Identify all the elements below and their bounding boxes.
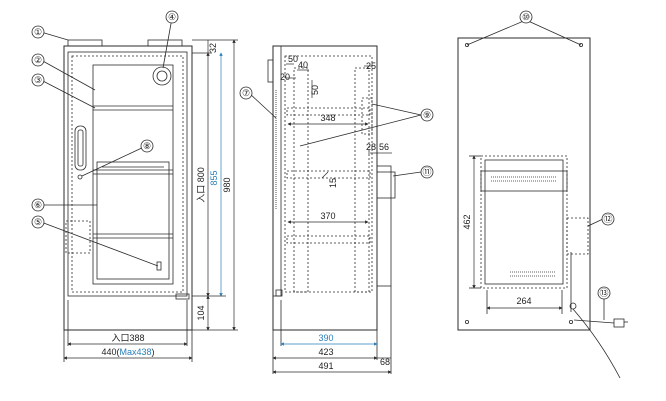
- side-rail-right: [354, 67, 370, 293]
- meter-dial: [152, 66, 172, 86]
- callout-7: ⑦: [242, 88, 250, 98]
- dim-28: 28: [366, 142, 376, 152]
- dim-entrance-388: 入口388: [111, 333, 144, 343]
- dim-264: 264: [516, 296, 531, 306]
- door-lock: [77, 174, 83, 180]
- dim-104: 104: [196, 305, 206, 320]
- dim-855: 855: [209, 170, 219, 185]
- dim-491: 491: [318, 361, 333, 371]
- callout-12: ⑫: [603, 214, 612, 224]
- dim-56: 56: [379, 142, 389, 152]
- callout-11: ⑪: [422, 167, 431, 177]
- dim-423: 423: [318, 347, 333, 357]
- dim-40: 40: [298, 60, 308, 70]
- door-handle-inner: [77, 129, 84, 167]
- rear-unit-bracket: [480, 170, 568, 192]
- front-horizontal-dimensions: [63, 300, 193, 362]
- callout-10: ⑩: [522, 12, 530, 22]
- side-rear-unit-top: [376, 171, 396, 199]
- rear-unit-dashed: [480, 155, 568, 289]
- front-callouts: [40, 17, 173, 267]
- callout-6: ⑥: [34, 200, 42, 210]
- callout-9: ⑨: [423, 110, 431, 120]
- rear-screw-tl: [464, 43, 469, 48]
- front-cabinet-outline: [63, 45, 193, 331]
- side-bottom-dimensions: [272, 286, 392, 374]
- dehumidifier-unit: [96, 161, 170, 280]
- rear-callouts: [466, 10, 615, 320]
- meter-dial-inner: [156, 70, 168, 82]
- rear-unit-panel: [484, 159, 564, 285]
- front-door-frame: [67, 51, 188, 297]
- rear-screw-br: [569, 319, 574, 324]
- side-shelf-3: [286, 235, 371, 244]
- dim-entrance-800: 入口 800: [196, 167, 206, 203]
- callout-5: ⑤: [34, 217, 42, 227]
- rear-screw-bl: [464, 319, 469, 324]
- side-rear-unit: [376, 165, 392, 287]
- power-plug: [613, 318, 625, 328]
- dim-68: 68: [380, 357, 390, 367]
- front-window: [92, 64, 174, 285]
- rear-view: [457, 37, 628, 379]
- callout-8: ⑧: [143, 141, 151, 151]
- side-cabinet-outline: [272, 45, 378, 331]
- dim-50-vertical: 50: [310, 85, 320, 95]
- dim-50-top: 50: [288, 54, 298, 64]
- dim-440: 440(Max438): [101, 347, 154, 357]
- side-rail-left: [293, 67, 309, 293]
- side-small-dimensions: [286, 63, 392, 224]
- front-leg: [175, 293, 190, 300]
- front-view: [63, 39, 193, 331]
- side-door-thickness: [272, 45, 282, 297]
- rear-screw-tr: [579, 43, 584, 48]
- callout-4: ④: [168, 12, 176, 22]
- front-side-box: [65, 220, 91, 254]
- side-inner-dashed: [284, 55, 373, 293]
- door-handle: [74, 125, 87, 171]
- front-inner-dashed: [71, 55, 184, 293]
- front-vertical-dimensions: [192, 39, 238, 331]
- top-lug-left: [67, 39, 103, 47]
- side-view: [267, 45, 396, 331]
- side-callouts: [239, 86, 434, 179]
- dim-20: 20: [280, 72, 290, 82]
- callout-13: ⑬: [599, 288, 608, 298]
- dim-32: 32: [208, 43, 218, 53]
- dim-980: 980: [222, 177, 232, 192]
- callout-2: ②: [34, 55, 42, 65]
- callout-3: ③: [34, 75, 42, 85]
- top-lug-right: [147, 39, 183, 47]
- rear-cabinet-outline: [457, 37, 591, 331]
- front-callout-circles: [31, 10, 179, 229]
- dim-348: 348: [320, 113, 335, 123]
- dim-370: 370: [320, 211, 335, 221]
- dim-15: 15: [328, 178, 338, 188]
- power-cord: [572, 308, 621, 379]
- power-cord-to-plug: [573, 319, 615, 324]
- callout-1: ①: [34, 27, 42, 37]
- rear-side-box: [566, 217, 589, 255]
- side-hinge: [275, 289, 283, 297]
- rear-vent-top: [491, 176, 557, 182]
- side-shelf-2: [286, 170, 371, 179]
- dim-390: 390: [318, 333, 333, 343]
- rear-dimensions: [469, 155, 563, 314]
- dim-462: 462: [462, 214, 472, 229]
- rear-vent-bottom: [510, 271, 556, 277]
- side-shelf-1: [286, 107, 371, 116]
- dim-25: 25: [366, 61, 376, 71]
- side-meter-protrusion: [267, 59, 274, 83]
- side-rear-bracket: [361, 97, 373, 135]
